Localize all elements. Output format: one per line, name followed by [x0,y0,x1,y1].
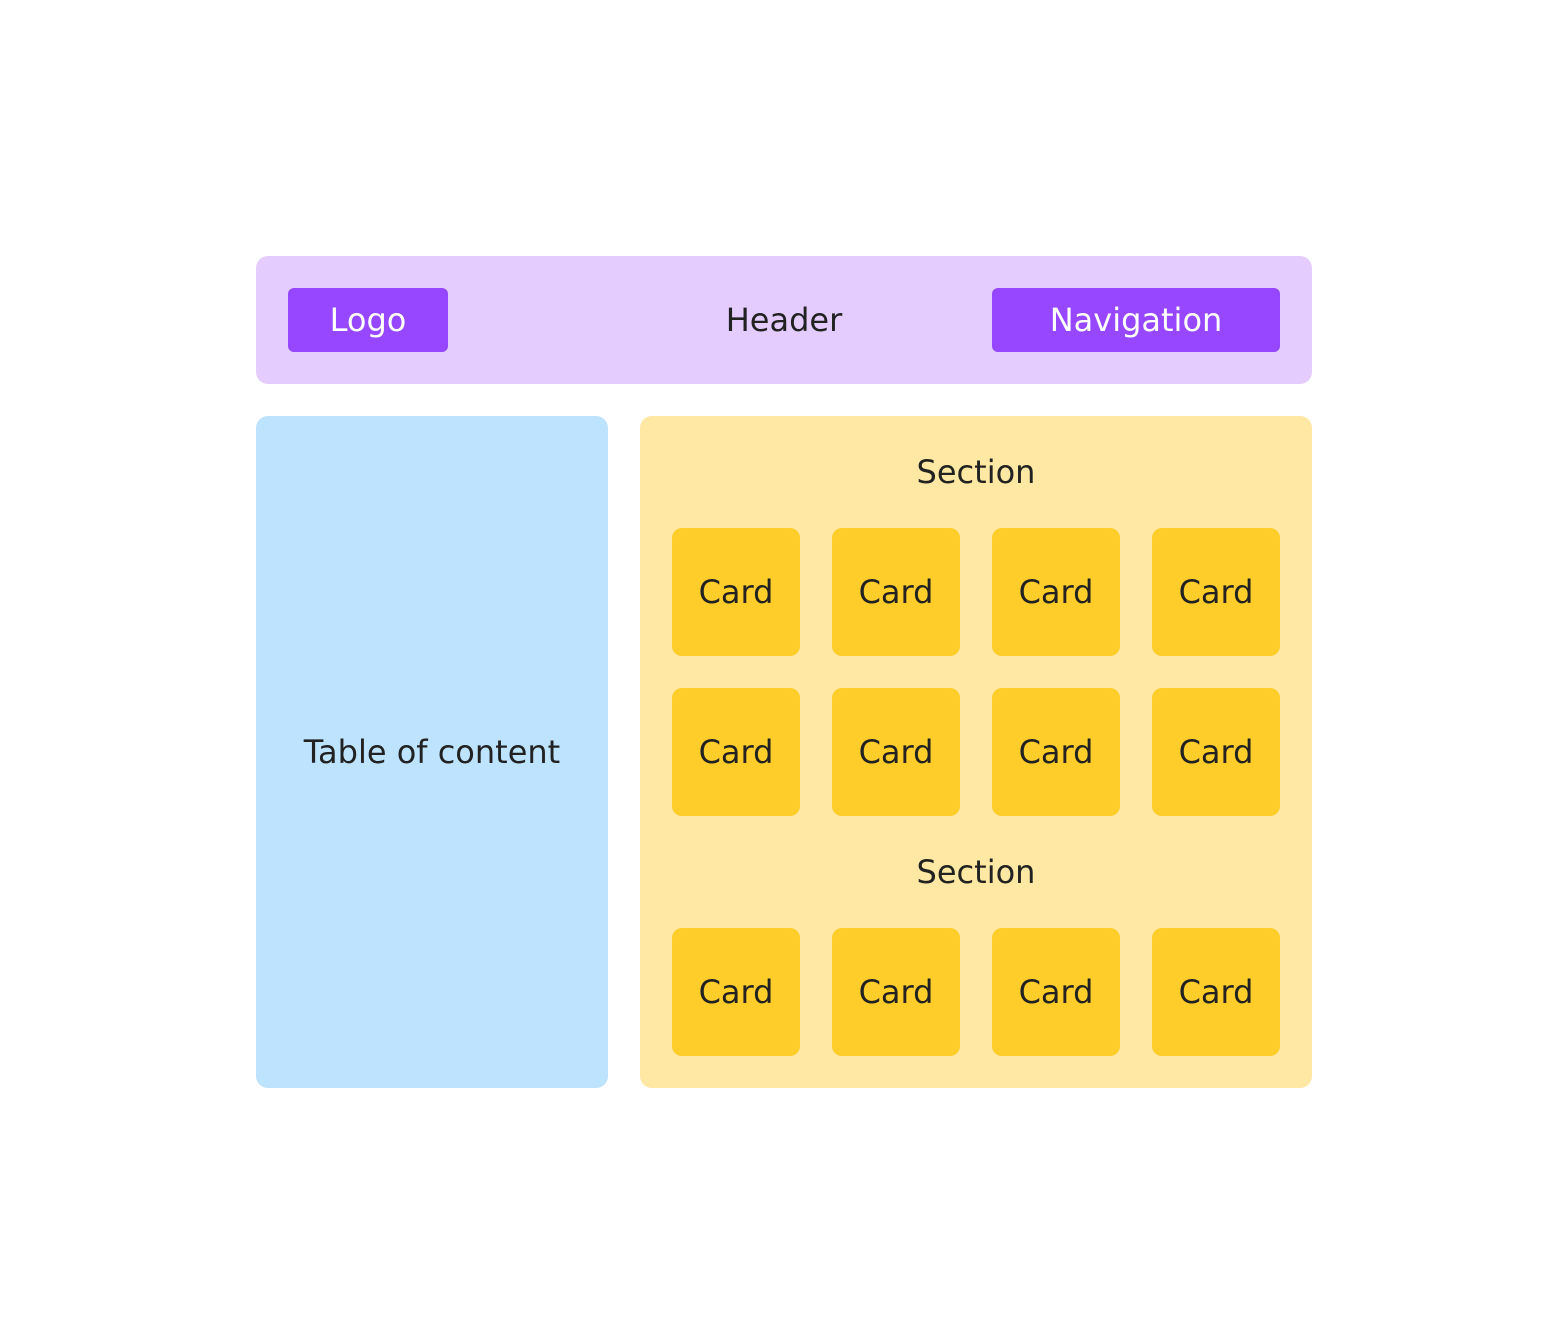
card[interactable]: Card [832,528,960,656]
card[interactable]: Card [992,528,1120,656]
logo-button[interactable]: Logo [288,288,448,352]
section-title-2: Section [916,853,1036,891]
header-region: Logo Header Navigation [256,256,1312,384]
card[interactable]: Card [832,688,960,816]
card[interactable]: Card [672,928,800,1056]
card[interactable]: Card [832,928,960,1056]
card[interactable]: Card [992,928,1120,1056]
main-content-area: Section Card Card Card Card Card Card Ca… [640,416,1312,1088]
section-2-card-grid: Card Card Card Card [672,928,1280,1056]
section-title-1: Section [916,453,1036,491]
card[interactable]: Card [1152,528,1280,656]
table-of-content-panel: Table of content [256,416,608,1088]
card[interactable]: Card [672,528,800,656]
section-1-card-grid: Card Card Card Card Card Card Card Card [672,528,1280,816]
card[interactable]: Card [1152,688,1280,816]
card[interactable]: Card [672,688,800,816]
navigation-button[interactable]: Navigation [992,288,1280,352]
header-title: Header [725,301,843,339]
table-of-content-label: Table of content [303,733,561,771]
card[interactable]: Card [1152,928,1280,1056]
card[interactable]: Card [992,688,1120,816]
